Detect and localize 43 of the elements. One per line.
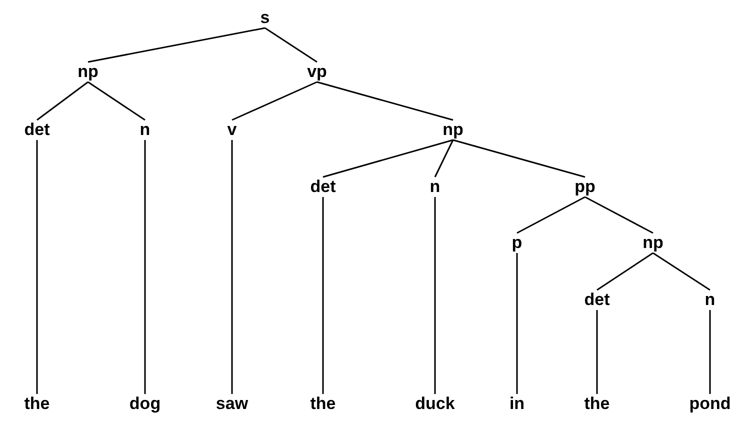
word-label: the [310,394,336,414]
category-label: det [310,177,336,197]
word-label: the [24,394,50,414]
category-label: pp [574,177,596,197]
category-label: vp [307,62,327,82]
word-label: dog [129,394,161,414]
tree-branch-line [264,27,318,63]
tree-branch-line [316,81,454,121]
tree-branch-line [322,197,324,394]
category-label: n [704,290,716,310]
category-label: p [512,233,522,253]
category-label: np [642,233,664,253]
tree-branch-line [322,139,454,178]
tree-branch-line [596,310,598,394]
category-label: s [260,8,270,28]
word-label: the [584,394,610,414]
tree-branch-line [516,196,586,234]
category-label: v [227,120,237,140]
word-label: pond [689,394,731,414]
category-label: n [430,177,440,197]
tree-branch-line [88,27,266,63]
tree-branch-line [434,140,454,178]
word-label: duck [415,394,455,414]
tree-branch-line [452,139,586,178]
tree-branch-line [652,252,710,291]
tree-branch-line [144,140,146,394]
tree-branch-line [231,140,233,394]
tree-branch-line [88,81,146,121]
tree-branch-line [709,310,711,394]
tree-branch-line [36,140,38,394]
category-label: n [140,120,150,140]
tree-branch-line [596,252,654,291]
category-label: det [584,290,610,310]
tree-branch-line [516,253,518,394]
tree-branch-line [584,196,654,234]
category-label: det [24,120,50,140]
word-label: in [509,394,525,414]
tree-branch-line [434,197,436,394]
tree-branch-line [232,81,318,121]
category-label: np [78,62,98,82]
category-label: np [442,120,464,140]
word-label: saw [216,394,248,414]
tree-branch-line [36,81,88,121]
